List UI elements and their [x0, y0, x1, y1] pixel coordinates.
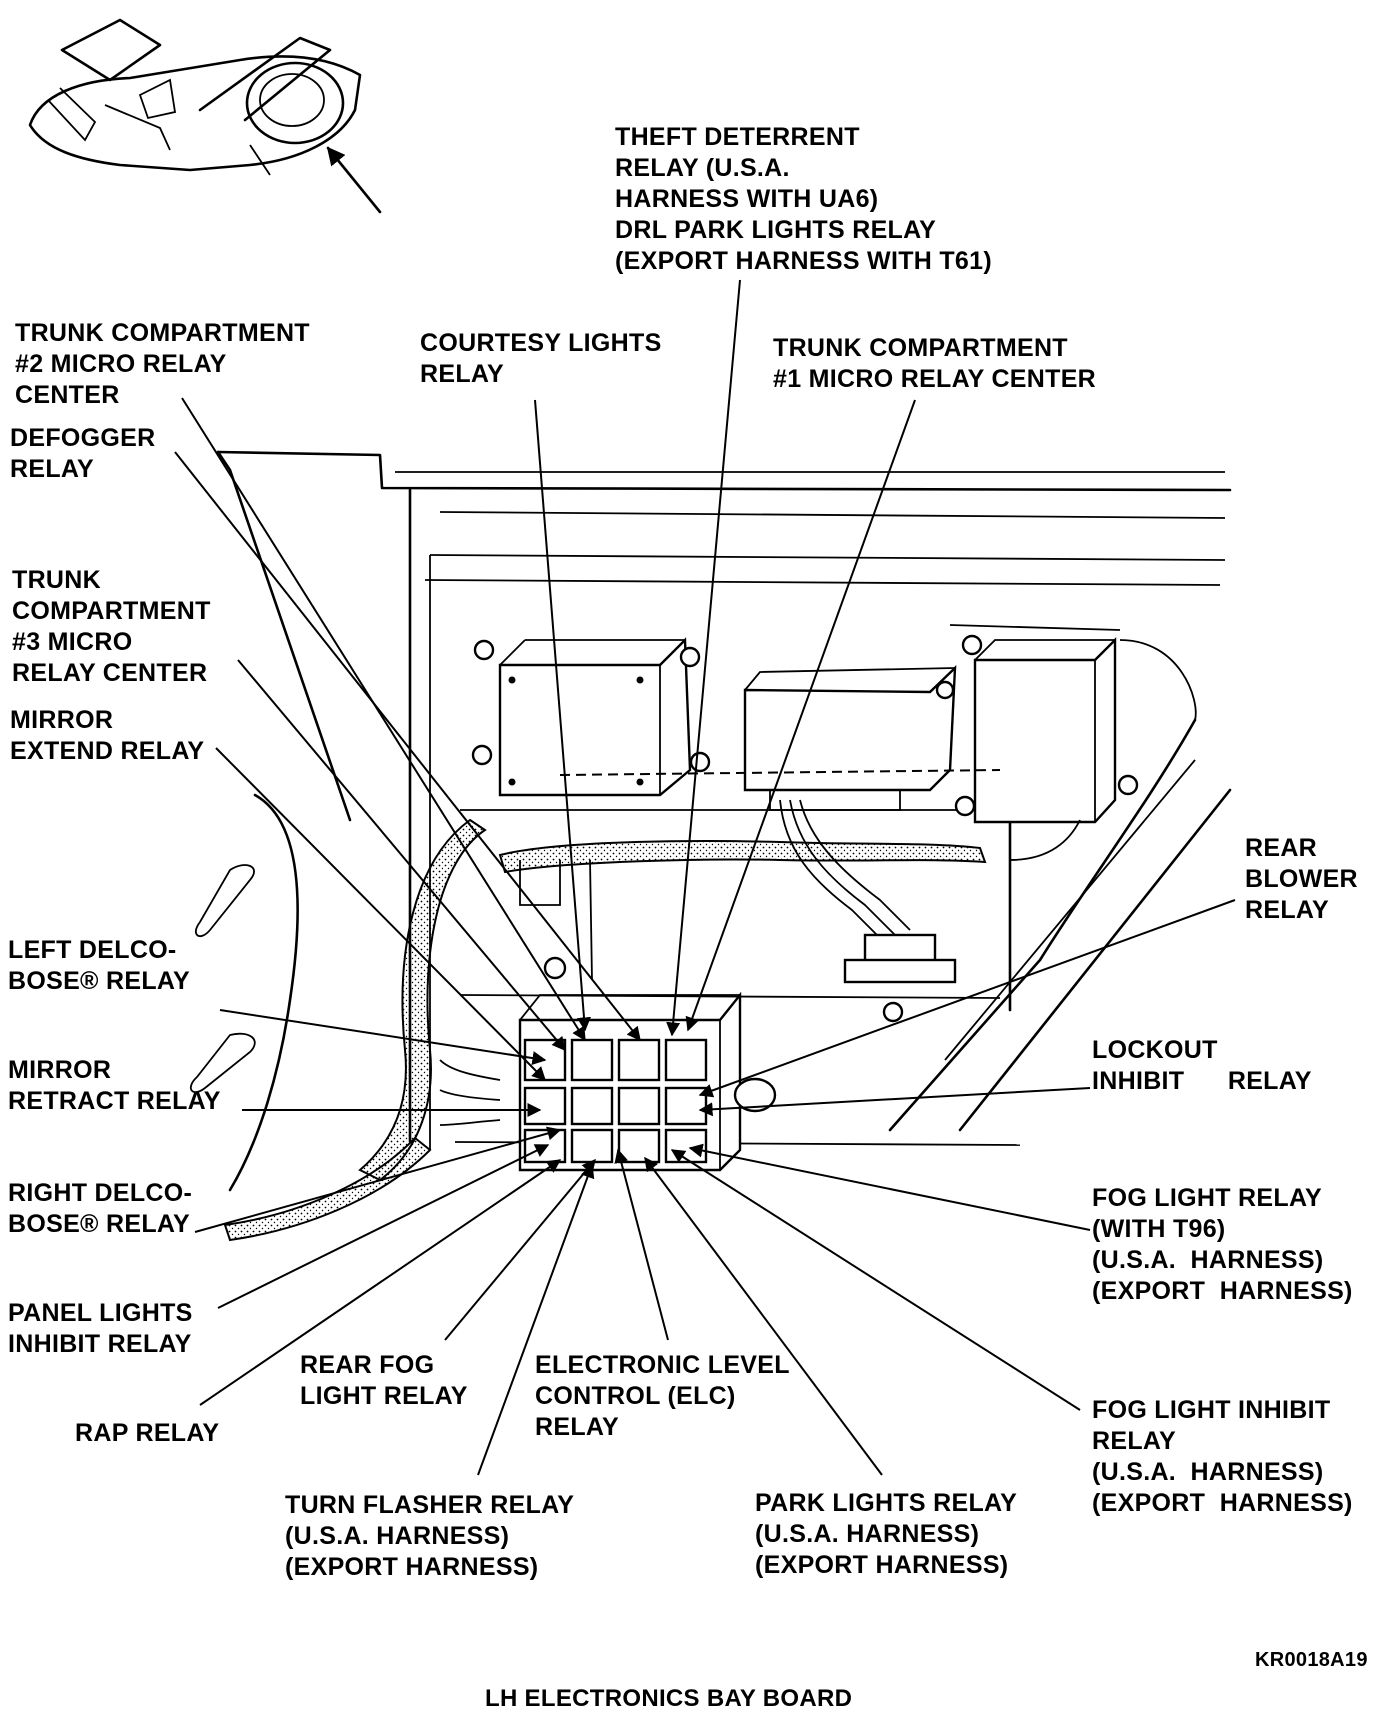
- label-line: RETRACT RELAY: [8, 1087, 221, 1115]
- label-rap-relay: RAP RELAY: [75, 1418, 219, 1449]
- label-theft-deterrent-relay: THEFT DETERRENT RELAY (U.S.A. HARNESS WI…: [615, 122, 992, 277]
- label-right-delco-bose-relay: RIGHT DELCO- BOSE® RELAY: [8, 1178, 192, 1240]
- label-line: PARK LIGHTS RELAY: [755, 1489, 1018, 1517]
- label-courtesy-lights-relay: COURTESY LIGHTS RELAY: [420, 328, 662, 390]
- label-line: RELAY (U.S.A.: [615, 154, 790, 182]
- label-lockout-inhibit-relay: LOCKOUT INHIBIT RELAY: [1092, 1035, 1312, 1097]
- label-line: (EXPORT HARNESS): [1092, 1489, 1353, 1517]
- label-line: TRUNK: [12, 566, 101, 594]
- vehicle-locator-sketch: [28, 18, 382, 214]
- label-line: LOCKOUT: [1092, 1036, 1218, 1064]
- label-line: (WITH T96): [1092, 1215, 1226, 1243]
- figure-code: KR0018A19: [1255, 1649, 1368, 1671]
- label-trunk-compartment-2: TRUNK COMPARTMENT #2 MICRO RELAY CENTER: [15, 318, 310, 411]
- label-mirror-extend-relay: MIRROR EXTEND RELAY: [10, 705, 204, 767]
- label-line: RAP RELAY: [75, 1419, 220, 1447]
- label-line: (EXPORT HARNESS): [1092, 1277, 1353, 1305]
- label-left-delco-bose-relay: LEFT DELCO- BOSE® RELAY: [8, 935, 190, 997]
- label-line: (U.S.A. HARNESS): [285, 1522, 510, 1550]
- label-line: (EXPORT HARNESS WITH T61): [615, 247, 992, 275]
- label-line: RELAY CENTER: [12, 659, 208, 687]
- label-line: RELAY: [1092, 1427, 1176, 1455]
- label-line: #2 MICRO RELAY: [15, 350, 227, 378]
- label-line: CENTER: [15, 381, 120, 409]
- label-line: EXTEND RELAY: [10, 737, 205, 765]
- label-rear-blower-relay: REAR BLOWER RELAY: [1245, 833, 1358, 926]
- label-line: RELAY: [1245, 896, 1329, 924]
- label-line: COMPARTMENT: [12, 597, 211, 625]
- label-line: LIGHT RELAY: [300, 1382, 468, 1410]
- label-line: TRUNK COMPARTMENT: [773, 334, 1068, 362]
- leader-lines: [174, 279, 1236, 1476]
- label-park-lights-relay: PARK LIGHTS RELAY (U.S.A. HARNESS) (EXPO…: [755, 1488, 1017, 1581]
- label-line: (U.S.A. HARNESS): [1092, 1458, 1324, 1486]
- label-line: RELAY: [10, 455, 94, 483]
- micro-relay-center-2: [954, 634, 1139, 824]
- label-line: RIGHT DELCO-: [8, 1179, 193, 1207]
- label-line: CONTROL (ELC): [535, 1382, 736, 1410]
- label-defogger-relay: DEFOGGER RELAY: [10, 423, 155, 485]
- label-line: DRL PARK LIGHTS RELAY: [615, 216, 937, 244]
- label-line: (U.S.A. HARNESS): [1092, 1246, 1324, 1274]
- relay-block: [518, 956, 904, 1172]
- label-line: #1 MICRO RELAY CENTER: [773, 365, 1097, 393]
- label-line: INHIBIT RELAY: [8, 1330, 192, 1358]
- label-fog-light-inhibit-relay: FOG LIGHT INHIBIT RELAY (U.S.A. HARNESS)…: [1092, 1395, 1353, 1519]
- label-line: THEFT DETERRENT: [615, 123, 860, 151]
- relay-center-dashed-edge: [559, 769, 1001, 776]
- label-turn-flasher-relay: TURN FLASHER RELAY (U.S.A. HARNESS) (EXP…: [285, 1490, 574, 1583]
- label-line: (EXPORT HARNESS): [285, 1553, 539, 1581]
- label-line: REAR: [1245, 834, 1318, 862]
- label-line: BOSE® RELAY: [8, 967, 190, 995]
- label-line: PANEL LIGHTS: [8, 1299, 193, 1327]
- label-line: LEFT DELCO-: [8, 936, 177, 964]
- micro-relay-center-1: [743, 665, 957, 811]
- label-line: MIRROR: [8, 1056, 112, 1084]
- micro-relay-center-3: [471, 637, 711, 797]
- label-line: TURN FLASHER RELAY: [285, 1491, 575, 1519]
- label-line: (EXPORT HARNESS): [755, 1551, 1009, 1579]
- label-line: MIRROR: [10, 706, 114, 734]
- label-line: HARNESS WITH UA6): [615, 185, 879, 213]
- label-line: REAR FOG: [300, 1351, 435, 1379]
- label-line: (U.S.A. HARNESS): [755, 1520, 980, 1548]
- label-line: COURTESY LIGHTS: [420, 329, 662, 357]
- label-mirror-retract-relay: MIRROR RETRACT RELAY: [8, 1055, 221, 1117]
- label-line: BOSE® RELAY: [8, 1210, 190, 1238]
- label-line: INHIBIT RELAY: [1092, 1067, 1312, 1095]
- label-line: TRUNK COMPARTMENT: [15, 319, 310, 347]
- label-line: RELAY: [420, 360, 504, 388]
- diagram-title: LH ELECTRONICS BAY BOARD: [485, 1685, 853, 1712]
- label-line: ELECTRONIC LEVEL: [535, 1351, 790, 1379]
- label-fog-light-relay: FOG LIGHT RELAY (WITH T96) (U.S.A. HARNE…: [1092, 1183, 1353, 1307]
- label-panel-lights-inhibit-relay: PANEL LIGHTS INHIBIT RELAY: [8, 1298, 193, 1360]
- label-trunk-compartment-1: TRUNK COMPARTMENT #1 MICRO RELAY CENTER: [773, 333, 1096, 395]
- label-line: DEFOGGER: [10, 424, 156, 452]
- label-line: BLOWER: [1245, 865, 1358, 893]
- label-line: FOG LIGHT RELAY: [1092, 1184, 1322, 1212]
- label-line: FOG LIGHT INHIBIT: [1092, 1396, 1331, 1424]
- wire-harness: [223, 799, 1081, 1242]
- label-elc-relay: ELECTRONIC LEVEL CONTROL (ELC) RELAY: [535, 1350, 790, 1443]
- label-line: #3 MICRO: [12, 628, 133, 656]
- label-rear-fog-light-relay: REAR FOG LIGHT RELAY: [300, 1350, 468, 1412]
- label-line: RELAY: [535, 1413, 619, 1441]
- label-trunk-compartment-3: TRUNK COMPARTMENT #3 MICRO RELAY CENTER: [12, 565, 211, 689]
